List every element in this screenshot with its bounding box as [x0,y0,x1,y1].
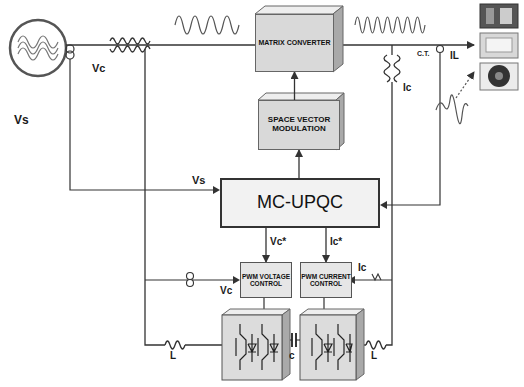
box-label: MC-UPQC [257,193,343,213]
part-name: C.T. [417,50,429,58]
supply-line [66,44,255,46]
igbt-symbol [235,338,236,356]
signal-name: Vs [192,174,205,186]
diode-symbol [270,334,278,362]
signal-name: Ic* [330,236,342,247]
motor-icon [495,72,503,80]
shunt-line [391,45,392,55]
series-branch-line [145,49,165,345]
igbt-symbol [236,324,352,370]
part-name: L [170,350,176,361]
part-name: c [289,350,295,361]
gate-signal-line [323,298,324,309]
modulation-box: SPACE VECTOR MODULATION [258,100,340,150]
converter-box: MATRIX CONVERTER [255,14,334,72]
diode-symbol [248,334,256,362]
arrow-head [380,201,387,209]
current-feedback-line [354,279,392,280]
diode-symbol [346,334,352,362]
diode-symbol [324,334,332,362]
load-icon [480,63,518,90]
series-transformer [110,46,150,52]
box-side-face [356,309,364,380]
arrow-head [213,186,220,194]
box-label: MATRIX CONVERTER [258,39,330,47]
inductor-symbol [165,341,185,349]
load-icon [486,38,512,52]
box-label: PWM CURRENT CONTROL [301,273,351,287]
box-label: SPACE VECTOR MODULATION [259,116,339,134]
distorted-voltage-wave [175,16,239,34]
signal-arrow [294,72,295,100]
gate-signal-line [263,298,264,309]
ct-symbol [372,274,381,280]
source-symbol [10,20,66,76]
signal-name: Vc* [270,236,286,247]
inverter-box [300,315,356,380]
box-top-face [300,309,364,315]
signal-name: Vs [14,114,29,127]
signal-name: Ic [403,82,411,93]
signal-arrow [325,228,326,262]
dotted-arrow [456,72,474,98]
text-holder: PWM CURRENT CONTROL [301,273,351,287]
inverter-box [222,315,282,380]
igbt-symbol [311,338,312,356]
pt-symbol [187,273,194,280]
ct-symbol [66,51,74,59]
signal-name: Vc [92,62,105,74]
signal-name: IL [450,50,459,61]
signal-name: Vc [220,285,232,296]
output-wave [355,17,425,33]
series-branch-line [185,344,222,345]
signal-arrow [298,150,299,178]
igbt-symbol [316,324,322,370]
control-box: PWM VOLTAGE CONTROL [240,262,292,298]
igbt-symbol [262,324,268,370]
ct-symbol [437,46,444,53]
load-icon [500,8,512,24]
load-icon [486,8,494,24]
box-top-face [222,309,290,315]
shunt-transformer [384,55,390,82]
shunt-line [386,82,392,345]
inductor-symbol [366,341,386,349]
control-box: PWM CURRENT CONTROL [300,262,352,298]
igbt-symbol [333,338,334,356]
load-icon [480,33,518,58]
text-holder: SPACE VECTOR MODULATION [259,116,339,134]
load-icon [480,4,518,28]
shunt-transformer [394,55,400,82]
motor-icon [488,65,510,87]
signal-arrow [265,228,266,262]
current-sense-line [386,53,440,205]
arrow-head [233,276,240,284]
igbt-symbol [257,338,258,356]
igbt-symbol [240,324,246,370]
box-side-face [333,6,343,72]
part-name: L [371,350,377,361]
text-holder: PWM VOLTAGE CONTROL [241,273,291,287]
distorted-current-wave [436,95,468,124]
text-holder: MC-UPQC [257,193,343,213]
pt-symbol [187,280,194,287]
load-line [343,44,474,46]
voltage-sense-line [70,59,216,190]
box-side-face [282,309,290,380]
capacitor-symbol [292,333,296,347]
box-label: PWM VOLTAGE CONTROL [241,273,291,287]
controller-box: MC-UPQC [220,178,380,228]
igbt-symbol [338,324,344,370]
series-transformer [110,38,150,44]
source-wave [18,48,58,60]
box-top-face [255,6,343,14]
signal-name: Ic [358,262,366,273]
box-top-face [258,93,344,100]
text-holder: MATRIX CONVERTER [258,39,330,47]
